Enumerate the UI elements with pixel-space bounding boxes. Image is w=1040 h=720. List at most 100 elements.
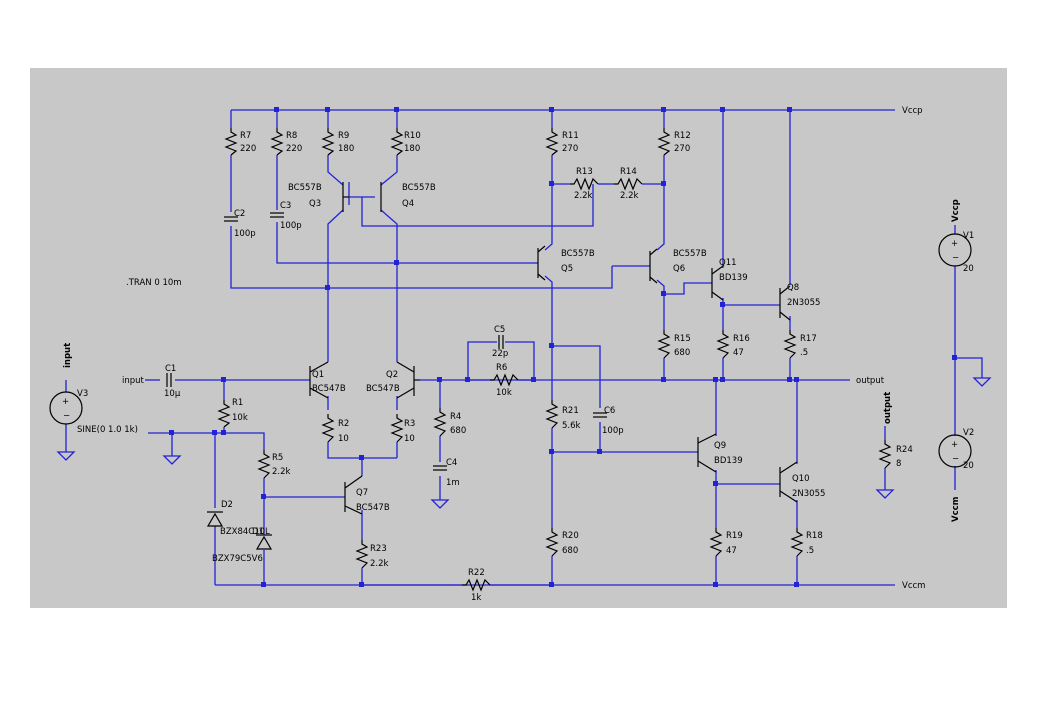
capacitor-value: 10µ xyxy=(164,389,181,399)
resistor-name: R5 xyxy=(272,453,283,463)
resistor-value: 47 xyxy=(733,348,744,358)
transistor-name: Q3 xyxy=(309,199,321,209)
svg-text:−: − xyxy=(952,253,959,263)
spice-directive: .TRAN 0 10m xyxy=(126,278,182,288)
resistor-value: 680 xyxy=(450,426,466,436)
diode-model: BZX84C10L xyxy=(220,527,270,537)
resistor-value: 220 xyxy=(286,144,302,154)
capacitor-name: C5 xyxy=(494,325,505,335)
resistor-value: 2.2k xyxy=(272,467,291,477)
transistor-symbols xyxy=(309,182,798,515)
capacitor-symbols xyxy=(166,212,607,471)
resistor-value: 10 xyxy=(404,434,415,444)
capacitor-name: C4 xyxy=(446,458,457,468)
resistor-value: 220 xyxy=(240,144,256,154)
net-label-vccp: Vccp xyxy=(902,106,923,116)
source-value: 20 xyxy=(963,461,974,471)
resistor-name: R10 xyxy=(404,131,421,141)
resistor-value: 5.6k xyxy=(562,421,581,431)
resistor-value: 2.2k xyxy=(574,191,593,201)
ground-c4 xyxy=(430,499,450,509)
net-label-output: output xyxy=(856,376,885,386)
capacitor-name: C1 xyxy=(165,364,176,374)
transistor-name: Q2 xyxy=(386,370,398,380)
resistor-value: .5 xyxy=(806,546,814,556)
resistor-name: R16 xyxy=(733,334,750,344)
transistor-model: BC547B xyxy=(312,384,346,394)
labels: Vccp Vccm input output output input Vccp… xyxy=(63,106,974,603)
resistor-name: R14 xyxy=(620,167,637,177)
resistor-name: R23 xyxy=(370,544,387,554)
capacitor-value: 100p xyxy=(234,229,256,239)
diode-model: BZX79C5V6 xyxy=(212,554,263,564)
capacitor-name: C6 xyxy=(604,406,615,416)
transistor-name: Q8 xyxy=(787,283,799,293)
capacitor-value: 1m xyxy=(446,478,460,488)
transistor-name: Q6 xyxy=(673,264,685,274)
source-name: V3 xyxy=(77,389,88,399)
resistor-name: R13 xyxy=(576,167,593,177)
source-value: 20 xyxy=(963,264,974,274)
ground-v3 xyxy=(56,451,76,461)
wires xyxy=(65,109,983,586)
resistor-name: R11 xyxy=(562,131,579,141)
resistor-value: 680 xyxy=(674,348,690,358)
source-name: V1 xyxy=(963,231,974,241)
ground-supply xyxy=(972,377,992,387)
resistor-symbols xyxy=(217,128,892,592)
source-value: SINE(0 1.0 1k) xyxy=(77,425,138,435)
transistor-model: BC547B xyxy=(356,503,390,513)
resistor-value: 2.2k xyxy=(620,191,639,201)
resistor-name: R2 xyxy=(338,419,349,429)
junctions xyxy=(169,107,957,587)
resistor-value: 47 xyxy=(726,546,737,556)
resistor-name: R21 xyxy=(562,406,579,416)
net-label-input-vertical: input xyxy=(63,343,73,368)
source-symbols: +− +− +− xyxy=(49,233,972,468)
diode-name: D2 xyxy=(221,500,233,510)
resistor-name: R7 xyxy=(240,131,251,141)
resistor-value: 270 xyxy=(674,144,690,154)
resistor-name: R22 xyxy=(468,568,485,578)
transistor-name: Q10 xyxy=(792,474,810,484)
svg-text:+: + xyxy=(951,440,958,450)
resistor-value: 1k xyxy=(471,593,481,603)
resistor-name: R3 xyxy=(404,419,415,429)
resistor-name: R15 xyxy=(674,334,691,344)
diode-symbols xyxy=(206,511,273,550)
schematic-background xyxy=(30,68,1007,608)
transistor-model: BC557B xyxy=(561,249,595,259)
ground-input xyxy=(162,455,182,465)
resistor-name: R6 xyxy=(496,363,507,373)
transistor-name: Q7 xyxy=(356,488,368,498)
transistor-model: BC557B xyxy=(288,183,322,193)
transistor-name: Q1 xyxy=(312,370,324,380)
source-name: V2 xyxy=(963,428,974,438)
resistor-value: 680 xyxy=(562,546,578,556)
net-label-vccp-vertical: Vccp xyxy=(951,199,961,222)
resistor-name: R12 xyxy=(674,131,691,141)
capacitor-value: 100p xyxy=(602,426,624,436)
svg-text:−: − xyxy=(952,454,959,464)
resistor-name: R20 xyxy=(562,531,579,541)
resistor-name: R18 xyxy=(806,531,823,541)
resistor-value: 270 xyxy=(562,144,578,154)
net-label-vccm: Vccm xyxy=(902,581,925,591)
resistor-name: R24 xyxy=(896,445,913,455)
resistor-value: 8 xyxy=(896,459,901,469)
resistor-name: R9 xyxy=(338,131,349,141)
transistor-model: 2N3055 xyxy=(787,298,820,308)
grounds xyxy=(56,377,992,509)
ground-r24 xyxy=(875,489,895,499)
resistor-name: R1 xyxy=(232,398,243,408)
transistor-model: BC557B xyxy=(402,183,436,193)
capacitor-value: 100p xyxy=(280,221,302,231)
resistor-value: 2.2k xyxy=(370,559,389,569)
capacitor-name: C3 xyxy=(280,201,291,211)
resistor-name: R4 xyxy=(450,412,461,422)
svg-text:+: + xyxy=(951,239,958,249)
transistor-model: BC547B xyxy=(366,384,400,394)
resistor-name: R8 xyxy=(286,131,297,141)
diode-name: D1 xyxy=(252,527,264,537)
